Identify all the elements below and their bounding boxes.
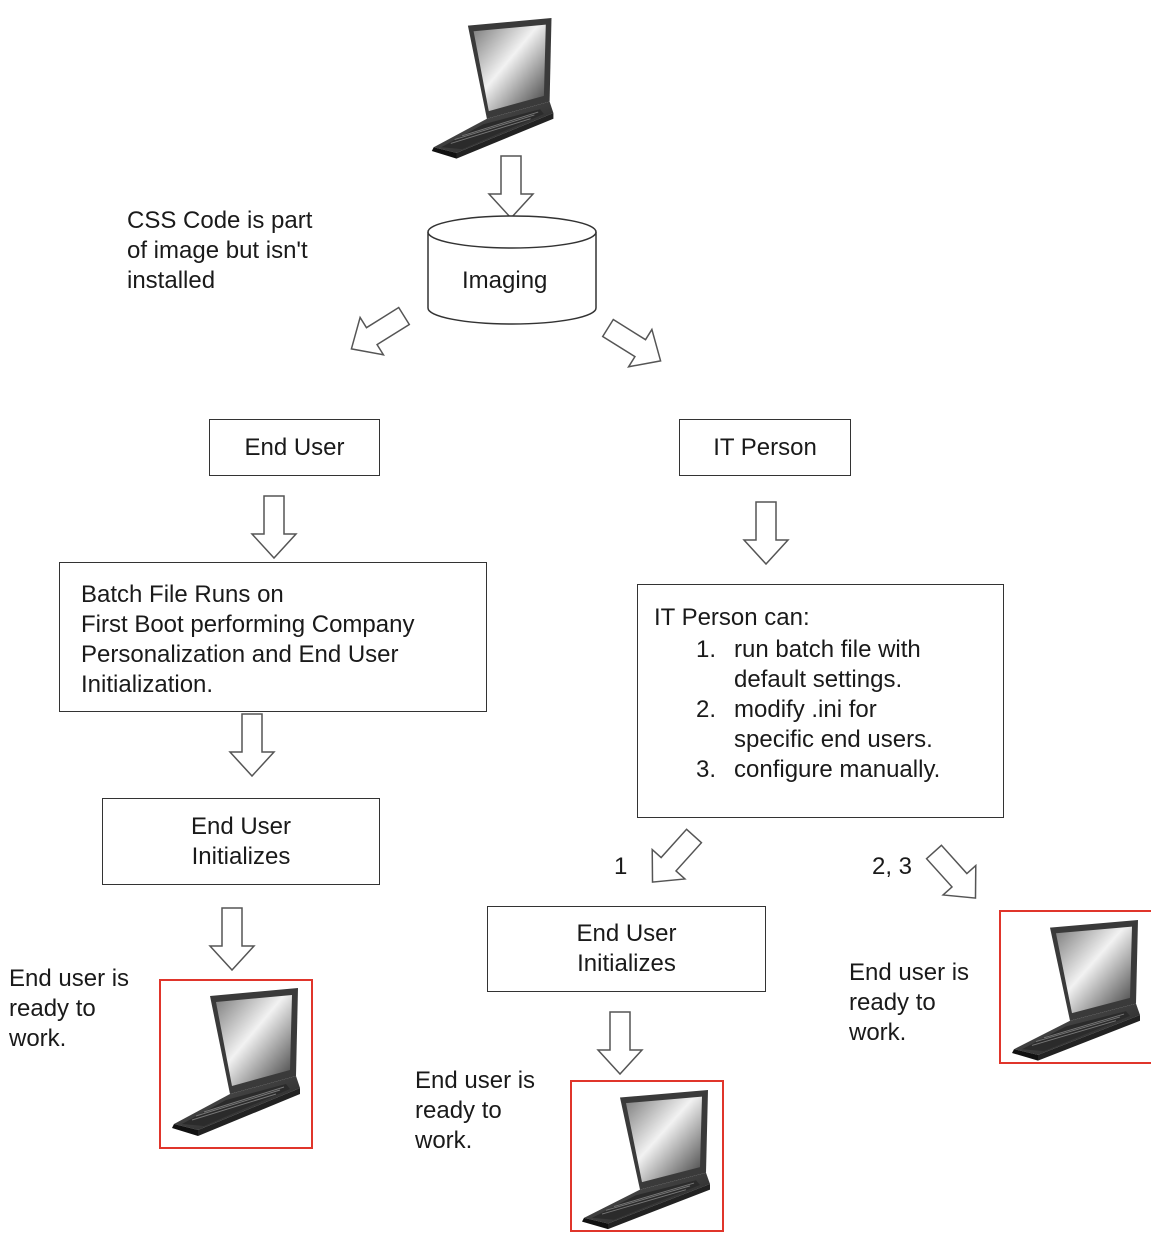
it-person-label: IT Person <box>713 433 817 461</box>
it-option-1-line-2: default settings. <box>734 666 903 693</box>
ready-left-line-1: End user is <box>9 965 130 992</box>
ready-text-right: End user is ready to work. <box>849 958 969 1048</box>
imaging-label: Imaging <box>462 267 548 294</box>
it-option-1: 1. run batch file with default settings. <box>696 635 940 695</box>
it-option-2: 2. modify .ini for specific end users. <box>696 695 940 755</box>
initializes-center-line-1: End User <box>576 920 677 947</box>
end-user-box: End User <box>209 419 380 476</box>
imaging-cylinder-icon <box>427 215 597 325</box>
arrow-to-imaging-icon <box>488 155 534 219</box>
it-option-2-line-2: specific end users. <box>734 726 933 753</box>
css-note-line-3: installed <box>127 267 216 294</box>
it-option-2-number: 2. <box>696 696 717 723</box>
batch-file-line-2: First Boot performing Company <box>81 611 415 638</box>
css-note-line-1: CSS Code is part <box>127 207 313 234</box>
arrow-option-1-icon <box>635 820 712 898</box>
ready-right-line-2: ready to <box>849 989 936 1016</box>
css-note: CSS Code is part of image but isn't inst… <box>127 206 312 296</box>
ready-left-line-3: work. <box>9 1025 67 1052</box>
arrow-initializes2-to-ready-icon <box>597 1011 643 1075</box>
initializes-box-center: End User Initializes <box>487 906 766 992</box>
it-option-2-line-1: modify .ini for <box>734 696 877 723</box>
it-option-3: 3. configure manually. <box>696 755 941 785</box>
initializes-box-left: End User Initializes <box>102 798 380 885</box>
ready-laptop-right-frame <box>999 910 1151 1064</box>
end-user-label: End User <box>244 433 345 461</box>
initializes-center-line-2: Initializes <box>577 950 676 977</box>
arrow-option-2-3-icon <box>916 836 993 914</box>
ready-text-center: End user is ready to work. <box>415 1066 535 1156</box>
it-option-3-number: 3. <box>696 756 717 783</box>
arrow-initializes-to-ready-icon <box>209 907 255 971</box>
ready-laptop-center-frame <box>570 1080 724 1232</box>
batch-file-box: Batch File Runs on First Boot performing… <box>59 562 487 712</box>
ready-center-line-1: End user is <box>415 1067 536 1094</box>
ready-left-line-2: ready to <box>9 995 96 1022</box>
batch-file-text: Batch File Runs on First Boot performing… <box>81 580 414 700</box>
it-options-list: 1. run batch file with default settings.… <box>696 635 941 785</box>
initializes-left-line-1: End User <box>190 812 292 840</box>
batch-file-line-1: Batch File Runs on <box>81 581 284 608</box>
ready-center-line-3: work. <box>415 1127 473 1154</box>
it-options-box: IT Person can: 1. run batch file with de… <box>637 584 1004 818</box>
ready-text-left: End user is ready to work. <box>9 964 129 1054</box>
it-person-box: IT Person <box>679 419 851 476</box>
top-laptop-icon <box>431 17 554 160</box>
arrow-imaging-to-it-person-icon <box>595 308 673 381</box>
ready-laptop-left-frame <box>159 979 313 1149</box>
arrow-end-user-to-batch-icon <box>251 495 297 559</box>
ready-right-line-3: work. <box>849 1019 907 1046</box>
it-option-1-number: 1. <box>696 636 717 663</box>
css-note-line-2: of image but isn't <box>127 237 308 264</box>
arrow-it-person-to-options-icon <box>743 501 789 565</box>
ready-right-line-1: End user is <box>849 959 970 986</box>
ready-center-line-2: ready to <box>415 1097 502 1124</box>
arrow-batch-to-initializes-icon <box>229 713 275 777</box>
arrow-imaging-to-end-user-icon <box>339 296 417 369</box>
initializes-left-line-2: Initializes <box>191 842 291 870</box>
batch-file-line-4: Initialization. <box>81 671 214 698</box>
it-option-3-line-1: configure manually. <box>734 756 941 783</box>
branch-label-2-3: 2, 3 <box>872 853 913 880</box>
it-option-1-line-1: run batch file with <box>734 636 921 663</box>
batch-file-line-3: Personalization and End User <box>81 641 399 668</box>
it-options-heading: IT Person can: <box>654 604 810 631</box>
branch-label-1: 1 <box>614 853 628 880</box>
